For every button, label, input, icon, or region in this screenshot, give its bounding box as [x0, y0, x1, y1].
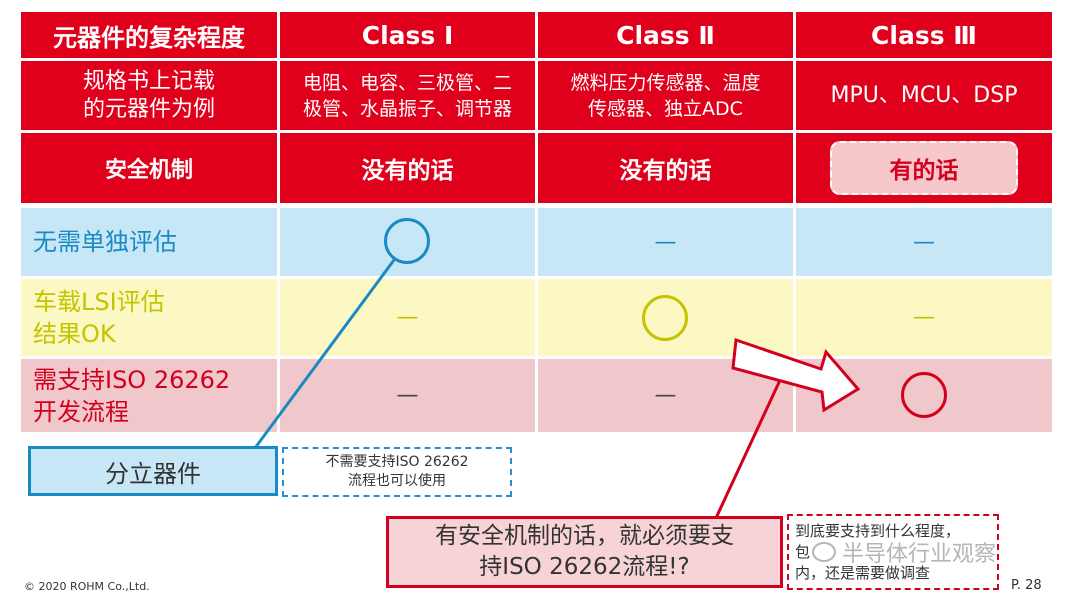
examples-label: 规格书上记载 的元器件为例: [21, 61, 277, 130]
extent-note-line3: 内，还是需要做调查: [795, 563, 931, 582]
safety-label: 安全机制: [21, 133, 277, 203]
extent-note-line2: 包: [795, 542, 811, 561]
circle-mark-red: [901, 372, 947, 418]
extent-note-line1: 到底要支持到什么程度，: [795, 521, 961, 540]
examples-label-line2: 的元器件为例: [82, 96, 215, 122]
column-divider: [793, 208, 796, 432]
column-divider: [535, 208, 538, 432]
row-no-eval-class-3: —: [913, 229, 935, 255]
safety-class-3: 有的话: [830, 141, 1018, 195]
discrete-component-box: 分立器件: [28, 446, 278, 496]
safety-question-box: 有安全机制的话，就必须要支 持ISO 26262流程!?: [386, 516, 783, 588]
circle-mark-blue: [384, 218, 430, 264]
examples-class-2-line1: 燃料压力传感器、温度: [570, 71, 761, 94]
examples-class-1-line2: 极管、水晶振子、调节器: [302, 97, 512, 120]
header-class-3: Class Ⅲ: [796, 12, 1052, 58]
discrete-note-line2: 流程也可以使用: [348, 473, 446, 489]
row-no-eval-class-2: —: [654, 229, 677, 255]
circle-mark-yellow: [642, 295, 688, 341]
page-number: P. 28: [1011, 578, 1042, 593]
row-iso-class-1: —: [396, 383, 419, 408]
watermark: 半导体行业观察: [812, 536, 1062, 568]
examples-class-2: 燃料压力传感器、温度 传感器、独立ADC: [538, 61, 793, 130]
row-lsi-ok-label: 车载LSI评估 结果OK: [21, 279, 277, 356]
row-iso-label-line2: 开发流程: [33, 397, 129, 426]
safety-class-3-cell: 有的话: [796, 133, 1052, 203]
row-iso-class-2: —: [654, 383, 677, 408]
discrete-note-line1: 不需要支持ISO 26262: [325, 454, 469, 470]
row-iso-label: 需支持ISO 26262 开发流程: [21, 359, 277, 432]
safety-question-line1: 有安全机制的话，就必须要支: [435, 523, 734, 549]
row-iso-label-line1: 需支持ISO 26262: [33, 365, 231, 394]
discrete-note-box: 不需要支持ISO 26262 流程也可以使用: [282, 447, 512, 497]
connector-line-red: [714, 377, 783, 519]
wechat-icon: [812, 542, 836, 562]
footer-copyright: © 2020 ROHM Co.,Ltd.: [24, 580, 150, 593]
row-lsi-ok-label-line2: 结果OK: [33, 319, 116, 348]
header-class-1: Class Ⅰ: [280, 12, 535, 58]
connector-line-blue: [253, 259, 396, 449]
row-lsi-ok-class-3: —: [913, 305, 935, 330]
examples-class-1-line1: 电阻、电容、三极管、二: [302, 71, 512, 94]
safety-question-line2: 持ISO 26262流程!?: [479, 554, 690, 580]
examples-label-line1: 规格书上记载: [82, 68, 215, 94]
safety-class-2: 没有的话: [538, 133, 793, 203]
row-lsi-ok-label-line1: 车载LSI评估: [33, 287, 165, 316]
examples-class-2-line2: 传感器、独立ADC: [588, 97, 743, 120]
column-divider: [277, 208, 280, 432]
watermark-text: 半导体行业观察: [842, 542, 997, 567]
header-class-2: Class Ⅱ: [538, 12, 793, 58]
row-lsi-ok-class-1: —: [396, 305, 419, 330]
examples-class-3: MPU、MCU、DSP: [796, 61, 1052, 130]
header-complexity-label: 元器件的复杂程度: [21, 12, 277, 58]
examples-class-1: 电阻、电容、三极管、二 极管、水晶振子、调节器: [280, 61, 535, 130]
safety-class-1: 没有的话: [280, 133, 535, 203]
arrow-icon: [731, 337, 861, 413]
row-no-eval-label: 无需单独评估: [33, 228, 177, 256]
